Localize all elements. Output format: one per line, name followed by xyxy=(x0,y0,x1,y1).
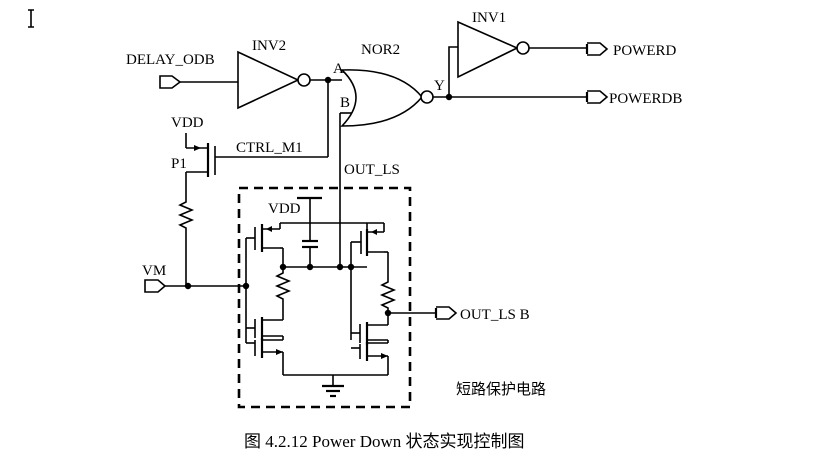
delay-odb-port xyxy=(159,75,238,89)
nor2-input-a-label: A xyxy=(333,61,344,77)
resistor-icon xyxy=(379,278,397,313)
powerdb-port xyxy=(585,90,609,104)
junction-dot xyxy=(279,263,287,271)
block-label: 短路保护电路 xyxy=(456,381,546,398)
out-lsb-label: OUT_LS B xyxy=(460,307,530,323)
text-cursor-icon xyxy=(28,9,34,28)
nmos-left-transistor xyxy=(246,312,284,340)
pmos-left-transistor xyxy=(246,223,284,267)
inv1-input-wire xyxy=(448,46,458,97)
nor2-label: NOR2 xyxy=(361,42,400,58)
pmos-right-transistor xyxy=(351,222,389,278)
junction-dot xyxy=(184,282,192,290)
capacitor-icon xyxy=(302,223,318,267)
out-lsb-port xyxy=(434,306,458,320)
junction-dot xyxy=(336,263,344,271)
inv1-inverter xyxy=(457,20,587,79)
nor2-gate xyxy=(340,69,587,127)
nmos-left-lower-transistor xyxy=(246,336,284,375)
p1-pmos-transistor xyxy=(185,133,216,198)
short-circuit-protection-block xyxy=(237,186,412,409)
inv2-label: INV2 xyxy=(252,38,286,54)
ctrl-m1-label: CTRL_M1 xyxy=(236,140,303,156)
p1-label: P1 xyxy=(171,156,187,172)
powerdb-label: POWERDB xyxy=(609,91,682,107)
powerd-port xyxy=(585,42,609,56)
junction-dot xyxy=(306,263,314,271)
vdd-top-label: VDD xyxy=(171,115,204,131)
resistor-icon xyxy=(177,198,195,286)
inv1-label: INV1 xyxy=(472,10,506,26)
delay-odb-label: DELAY_ODB xyxy=(126,52,215,68)
out-ls-label: OUT_LS xyxy=(344,162,400,178)
vm-port xyxy=(144,279,246,293)
vdd-box-label: VDD xyxy=(268,201,301,217)
nmos-right-lower-transistor xyxy=(351,340,389,375)
nmos-right-transistor xyxy=(351,313,389,345)
nor2-input-b-label: B xyxy=(340,95,350,111)
powerd-label: POWERD xyxy=(613,43,677,59)
vm-label: VM xyxy=(142,263,166,279)
nor2-output-y-label: Y xyxy=(434,78,445,94)
resistor-icon xyxy=(274,267,292,312)
ground-icon xyxy=(322,375,344,398)
figure-caption: 图 4.2.12 Power Down 状态实现控制图 xyxy=(244,432,525,451)
